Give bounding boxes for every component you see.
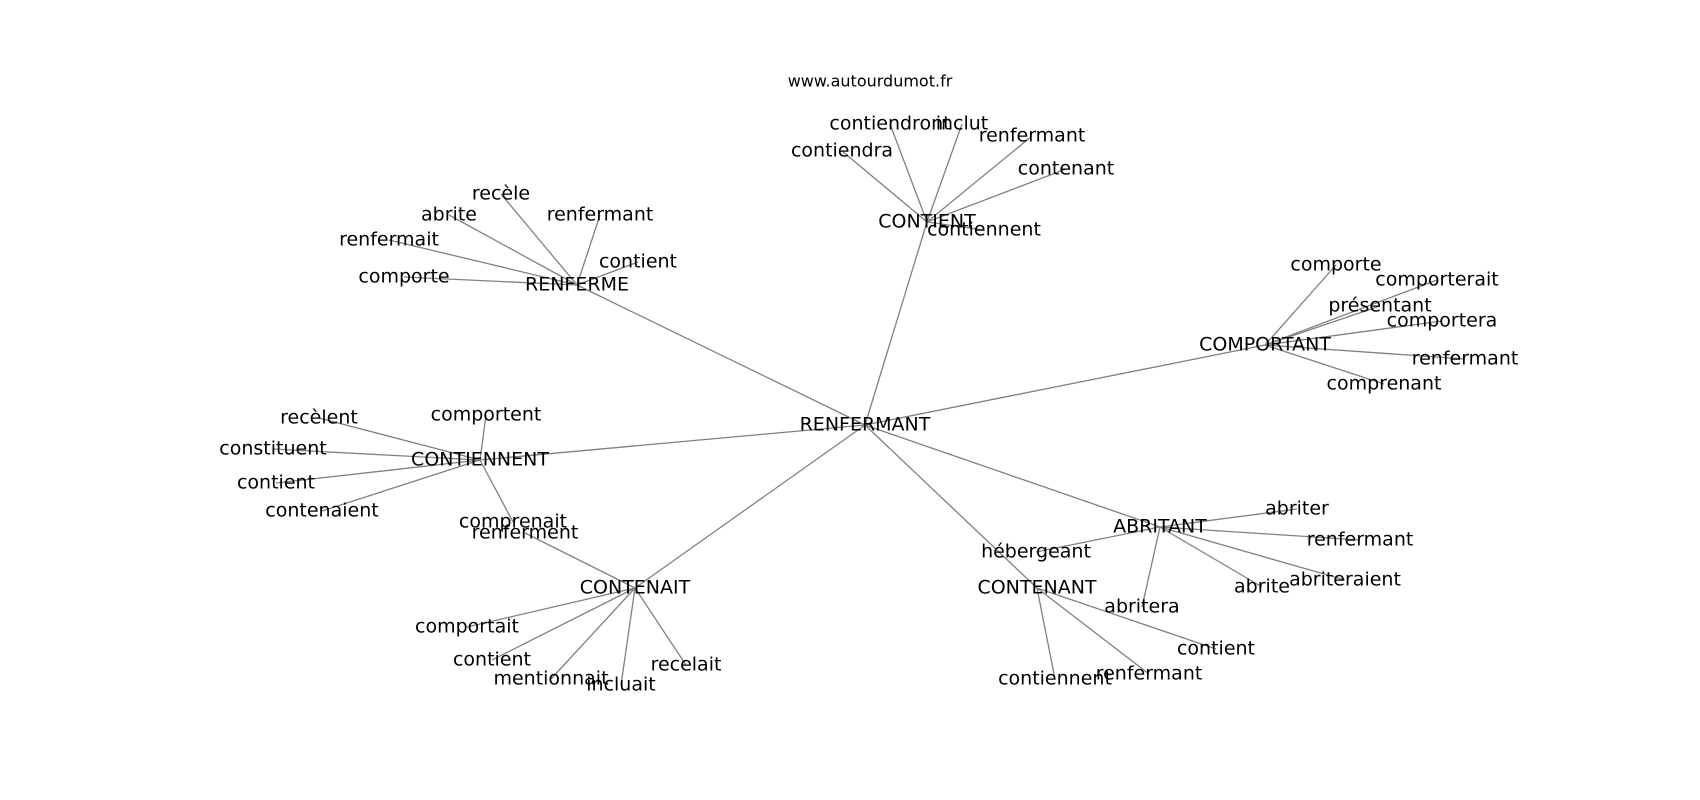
edge-hub-to-word [1264,264,1337,346]
hub-node[interactable]: CONTENAIT [580,577,691,599]
word-node[interactable]: renferment [472,522,579,544]
edge-hub-to-word [926,168,1067,223]
edge-hub-to-word [889,123,928,223]
word-node[interactable]: renfermant [1307,529,1414,551]
word-node[interactable]: renfermant [1096,663,1203,685]
word-node[interactable]: comportera [1387,310,1498,332]
word-node[interactable]: contient [1177,638,1255,660]
word-node[interactable]: comportent [431,404,542,426]
word-node[interactable]: contient [453,649,531,671]
edge-hub-to-word [576,214,601,286]
edge-hub-to-word [500,193,578,286]
hub-node[interactable]: ABRITANT [1113,516,1207,538]
hub-node[interactable]: COMPORTANT [1199,334,1331,356]
word-node[interactable]: contiendra [791,140,893,162]
word-node[interactable]: présentant [1328,295,1431,317]
word-node[interactable]: renfermant [979,125,1086,147]
edge-root-to-hub [864,424,1161,528]
word-node[interactable]: recèlent [280,407,358,429]
hub-node[interactable]: CONTIENNENT [411,449,549,471]
edge-hub-to-word [926,123,963,223]
edge-hub-to-word [1036,587,1217,650]
edge-hub-to-word [272,448,481,461]
edge-root-to-hub [864,221,928,426]
word-node[interactable]: hébergeant [981,541,1091,563]
edge-hub-to-word [448,214,578,286]
word-node[interactable]: abriter [1265,498,1329,520]
edge-hub-to-word [321,459,481,512]
edge-root-to-hub [864,424,1038,589]
edge-hub-to-word [1141,526,1161,608]
hub-node[interactable]: CONTENANT [977,577,1096,599]
word-node[interactable]: comprenait [459,511,567,533]
word-node[interactable]: comportait [415,616,519,638]
edge-hub-to-word [479,459,514,523]
word-node[interactable]: abrite [421,204,477,226]
edge-root-to-hub [864,344,1266,426]
edge-hub-to-word [926,135,1033,223]
word-node[interactable]: mentionnait [493,668,608,690]
site-watermark[interactable]: www.autourdumot.fr [788,72,953,91]
edge-hub-to-word [403,276,578,286]
word-node[interactable]: comporterait [1375,269,1498,291]
edge-hub-to-word [479,414,487,461]
edge-hub-to-word [1264,305,1381,346]
word-node[interactable]: contiennent [927,219,1041,241]
word-node[interactable]: renfermant [547,204,654,226]
word-node[interactable]: abriteraient [1289,569,1401,591]
hub-node[interactable]: RENFERME [525,274,629,296]
edge-hub-to-word [550,587,636,680]
word-node[interactable]: constituent [219,438,326,460]
word-node[interactable]: contiendront [829,113,950,135]
edge-hub-to-word [1264,344,1385,385]
edge-hub-to-word [318,417,481,461]
edge-hub-to-word [388,239,578,286]
word-node[interactable]: contient [599,251,677,273]
word-node[interactable]: renfermant [1412,348,1519,370]
edge-hub-to-word [1159,526,1263,588]
edge-hub-to-word [1159,526,1361,541]
word-node[interactable]: abritera [1104,596,1179,618]
edge-hub-to-word [1264,279,1438,346]
graph-edges [272,123,1466,686]
edge-hub-to-word [634,587,687,666]
edge-hub-to-word [576,261,639,286]
word-node[interactable]: recèle [472,183,530,205]
word-node[interactable]: contenant [1018,158,1114,180]
edge-root-to-hub [576,284,866,426]
word-node[interactable]: recelait [651,654,722,676]
word-node[interactable]: renfermait [339,229,439,251]
edge-hub-to-word [491,587,636,661]
edge-hub-to-word [620,587,636,686]
word-node[interactable]: contient [237,472,315,494]
word-node[interactable]: comporte [1290,254,1381,276]
edge-hub-to-word [841,150,928,223]
edge-hub-to-word [466,587,636,628]
edge-root-to-hub [634,424,866,589]
word-node[interactable]: contiennent [998,668,1112,690]
edge-hub-to-word [524,532,636,589]
word-node[interactable]: comprenant [1327,373,1442,395]
word-node[interactable]: comporte [358,266,449,288]
edge-hub-to-word [926,221,985,231]
word-node[interactable]: inclut [936,113,989,135]
edge-hub-to-word [1036,587,1056,680]
edge-hub-to-word [1159,508,1298,528]
root-node[interactable]: RENFERMANT [800,414,931,436]
edge-hub-to-word [1159,526,1346,581]
word-node[interactable]: contenaient [265,500,378,522]
edge-root-to-hub [479,424,866,461]
word-node[interactable]: incluait [586,674,655,696]
hub-node[interactable]: CONTIENT [878,211,976,233]
edge-hub-to-word [275,459,481,484]
edge-hub-to-word [1264,344,1466,360]
edge-hub-to-word [1264,320,1443,346]
edge-hub-to-word [1035,526,1161,553]
word-node[interactable]: abrite [1234,576,1290,598]
edge-hub-to-word [1036,587,1150,675]
